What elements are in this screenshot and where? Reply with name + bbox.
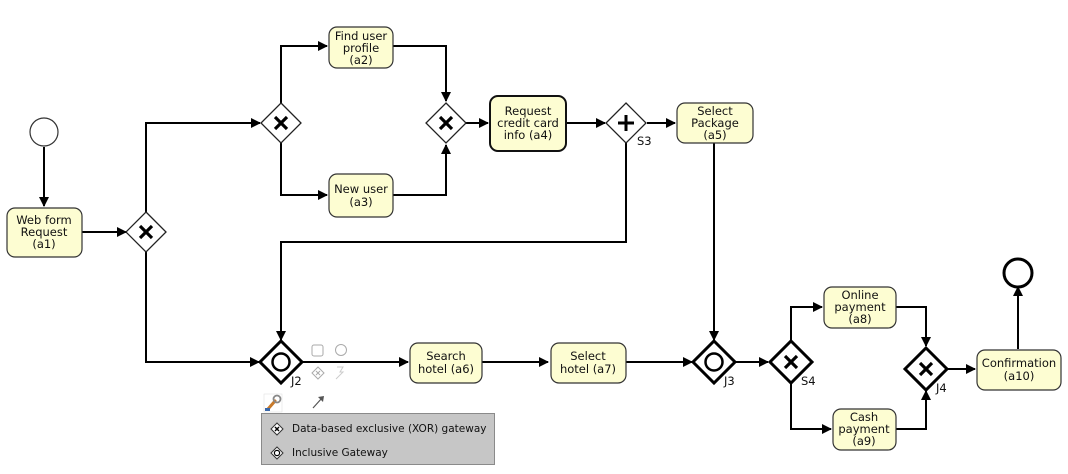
flow-a3-join (393, 144, 451, 196)
x-marker-icon (783, 354, 799, 370)
shape-handles (263, 344, 347, 413)
parallel-gateway-s3[interactable]: S3 (605, 102, 652, 148)
flow-s4-a8 (790, 302, 823, 341)
add-annotation-handle-icon[interactable] (335, 366, 345, 380)
end-event[interactable] (1002, 257, 1034, 289)
xor-gateway-split2[interactable] (260, 102, 302, 144)
task-a10[interactable]: Confirmation(a10) (976, 349, 1062, 391)
gateway-label-j2: J2 (290, 374, 302, 388)
flow-split1-split2 (145, 118, 261, 212)
sequence-flows (39, 41, 1023, 434)
menu-item-xor-gateway[interactable]: Data-based exclusive (XOR) gateway (262, 417, 494, 441)
start-event[interactable] (29, 117, 59, 147)
task-a3[interactable]: New user(a3) (328, 173, 394, 218)
xor-gateway-split1[interactable] (125, 211, 167, 253)
xor-gateway-icon (270, 422, 284, 436)
gateway-label-s4: S4 (801, 374, 816, 388)
menu-item-label: Inclusive Gateway (292, 447, 388, 459)
flow-split2-a2 (280, 41, 328, 103)
inclusive-gateway-icon (270, 446, 284, 460)
add-task-handle-icon[interactable] (311, 344, 324, 357)
menu-item-inclusive-gateway[interactable]: Inclusive Gateway (262, 441, 494, 465)
flow-a8-j4 (896, 306, 931, 347)
flow-split1-j2 (145, 252, 260, 367)
circle-marker-icon (704, 352, 724, 372)
xor-gateway-s4[interactable]: S4 (767, 338, 816, 388)
flow-s4-a9 (790, 382, 832, 434)
inclusive-gateway-j3[interactable]: J3 (690, 338, 738, 388)
flow-split2-a3 (280, 143, 328, 200)
gateway-label-s3: S3 (637, 134, 652, 148)
x-marker-icon (138, 224, 154, 240)
gateway-label-j4: J4 (935, 381, 947, 395)
x-marker-icon (438, 115, 454, 131)
xor-gateway-join1[interactable] (425, 102, 467, 144)
connect-arrow-icon[interactable] (312, 396, 324, 409)
circle-marker-icon (271, 352, 291, 372)
gateway-type-menu: Data-based exclusive (XOR) gateway Inclu… (261, 413, 495, 465)
add-gateway-handle-icon[interactable] (311, 366, 325, 380)
menu-item-label: Data-based exclusive (XOR) gateway (292, 423, 487, 435)
flow-a9-j4 (896, 390, 931, 430)
gateway-label-j3: J3 (723, 374, 735, 388)
flow-a2-join (393, 45, 451, 102)
inclusive-gateway-j2[interactable]: J2 (257, 338, 305, 388)
svg-text:Confirmation(a10): Confirmation(a10) (982, 356, 1056, 383)
x-marker-icon (273, 115, 289, 131)
flow-s3-j2 (276, 143, 627, 341)
x-marker-icon (918, 361, 934, 377)
svg-text:New user(a3): New user(a3) (334, 182, 388, 209)
change-type-wrench-icon[interactable] (263, 393, 283, 413)
xor-gateway-j4[interactable]: J4 (902, 345, 950, 395)
plus-marker-icon (618, 115, 634, 131)
add-event-handle-icon[interactable] (335, 344, 347, 356)
